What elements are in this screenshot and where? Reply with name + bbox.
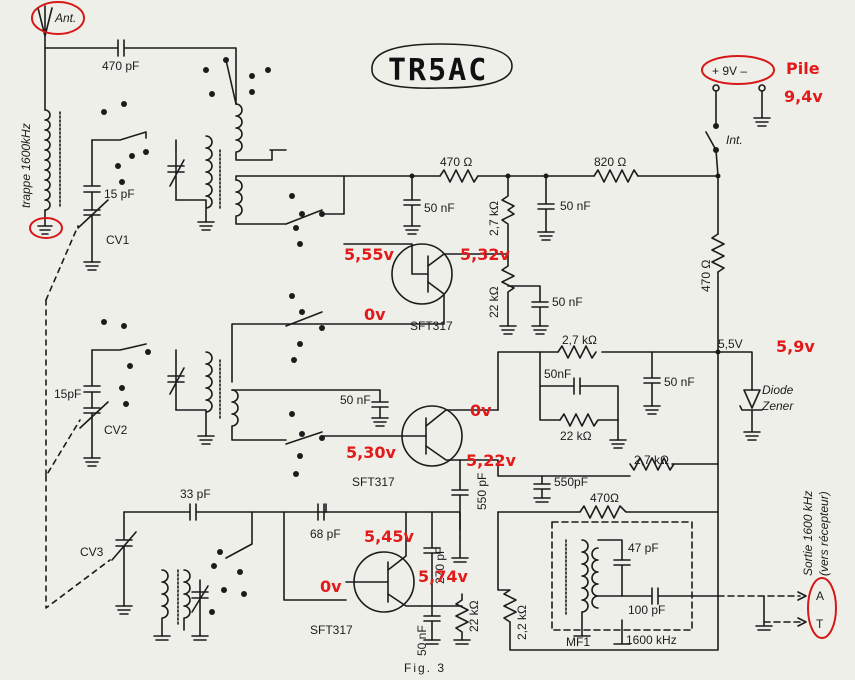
switch-label: Int.	[726, 133, 743, 147]
c550b-label: 550 pF	[475, 473, 489, 510]
terminal-a: A	[816, 589, 824, 603]
figure-caption: Fig. 3	[404, 661, 446, 675]
battery-label: + 9V –	[712, 64, 747, 78]
q2-emitter-voltage: 5,22v	[466, 451, 516, 470]
q3-label: SFT317	[310, 623, 353, 637]
battery-note-label: Pile	[786, 59, 820, 78]
c50c-label: 50 nF	[552, 295, 583, 309]
mf1-label: MF1	[566, 635, 590, 649]
battery: + 9V – Int. Pile 9,4v	[701, 55, 823, 177]
r3-label: 470 Ω	[699, 260, 713, 292]
q1-collector-voltage: 0v	[364, 305, 386, 324]
q3-emitter-voltage: 5,74v	[418, 567, 468, 586]
r2-label: 820 Ω	[594, 155, 626, 169]
output-terminals: A T Sortie 1600 kHz (vers récepteur)	[717, 491, 837, 639]
c68-label: 68 pF	[310, 527, 341, 541]
r4-label: 470Ω	[590, 491, 619, 505]
q2-label: SFT317	[352, 475, 395, 489]
zener-label-2: Zener	[761, 399, 794, 413]
r4-resistor: 470Ω	[497, 491, 719, 519]
q1-label: SFT317	[410, 319, 453, 333]
zener-voltage: 5,9v	[776, 337, 815, 356]
c-ant-label: 470 pF	[102, 59, 139, 73]
c15b-label: 15pF	[54, 387, 81, 401]
cv3-label: CV3	[80, 545, 104, 559]
c50f-label: 50 nF	[664, 375, 695, 389]
c47-label: 47 pF	[628, 541, 659, 555]
battery-note-value: 9,4v	[784, 87, 823, 106]
antenna: Ant. trappe 1600kHz	[19, 1, 85, 239]
r22c-label: 22 kΩ	[467, 600, 481, 632]
r27b-label: 2,7 kΩ	[562, 333, 597, 347]
r22d-label: 2,2 kΩ	[515, 605, 529, 640]
stage1-switch	[235, 175, 345, 247]
band-switch-top	[203, 57, 287, 161]
c50d-label: 50nF	[544, 367, 571, 381]
cv1-label: CV1	[106, 233, 130, 247]
output-note-sub: (vers récepteur)	[817, 491, 831, 576]
transistor-q1: 2,7 kΩ 22 kΩ 50 nF SFT317 5,55v 5,32v 0v	[231, 175, 583, 383]
mf1-freq-label: 1600 kHz	[626, 633, 677, 647]
title-text: TR5AC	[388, 53, 488, 88]
c33-label: 33 pF	[180, 487, 211, 501]
c270-label: 270 pF	[433, 547, 447, 584]
r22b-label: 22 kΩ	[560, 429, 592, 443]
r27a-label: 2,7 kΩ	[487, 201, 501, 236]
cv3-tank: 33 pF CV3 68 pF	[80, 487, 347, 641]
cv2-tank: 15pF CV2 50 nF	[54, 319, 389, 467]
transistor-q2: 2,7 kΩ 50nF 22 kΩ 50 nF 550 pF 2,7 kΩ 55…	[321, 333, 719, 563]
antenna-label: Ant.	[54, 11, 76, 25]
right-rail: 470 Ω 5,5V Diode Zener 5,9v	[699, 175, 815, 597]
antenna-capacitor: 470 pF	[44, 39, 237, 105]
r27c-label: 2,7 kΩ	[634, 453, 669, 467]
v55-label: 5,5V	[718, 337, 743, 351]
q2-base-voltage: 5,30v	[346, 443, 396, 462]
transistor-q3: 270 pF 50 nF 22 kΩ 2,2 kΩ SFT317 5,45v 0…	[310, 503, 719, 656]
q2-collector-voltage: 0v	[470, 401, 492, 420]
antenna-highlight	[31, 1, 85, 35]
gang-lines	[45, 225, 111, 609]
terminal-t: T	[816, 617, 824, 631]
mf1-transformer: 47 pF 100 pF MF1 1600 kHz	[551, 521, 719, 649]
r1-label: 470 Ω	[440, 155, 472, 169]
cv2-label: CV2	[104, 423, 128, 437]
q3-collector-voltage: 0v	[320, 577, 342, 596]
cv1-tank: 15 pF CV1	[77, 101, 287, 271]
c550a-label: 550pF	[554, 475, 588, 489]
output-highlight	[807, 577, 837, 639]
c50e-label: 50 nF	[340, 393, 371, 407]
c50g-label: 50 nF	[415, 625, 429, 656]
zener-label-1: Diode	[762, 383, 794, 397]
r22a-label: 22 kΩ	[487, 286, 501, 318]
c15a-label: 15 pF	[104, 187, 135, 201]
supply-rail: 470 Ω 820 Ω 50 nF 50 nF	[343, 155, 721, 241]
q1-base-voltage: 5,55v	[344, 245, 394, 264]
c50b-label: 50 nF	[560, 199, 591, 213]
q3-base-voltage: 5,45v	[364, 527, 414, 546]
c100-label: 100 pF	[628, 603, 665, 617]
q1-emitter-voltage: 5,32v	[460, 245, 510, 264]
trap-ground-highlight	[29, 217, 63, 239]
trap-label: trappe 1600kHz	[19, 123, 33, 208]
stage2-switch	[285, 293, 325, 477]
battery-highlight	[701, 55, 775, 85]
output-note: Sortie 1600 kHz	[801, 491, 815, 576]
title-badge: TR5AC	[371, 43, 513, 89]
c50a-label: 50 nF	[424, 201, 455, 215]
